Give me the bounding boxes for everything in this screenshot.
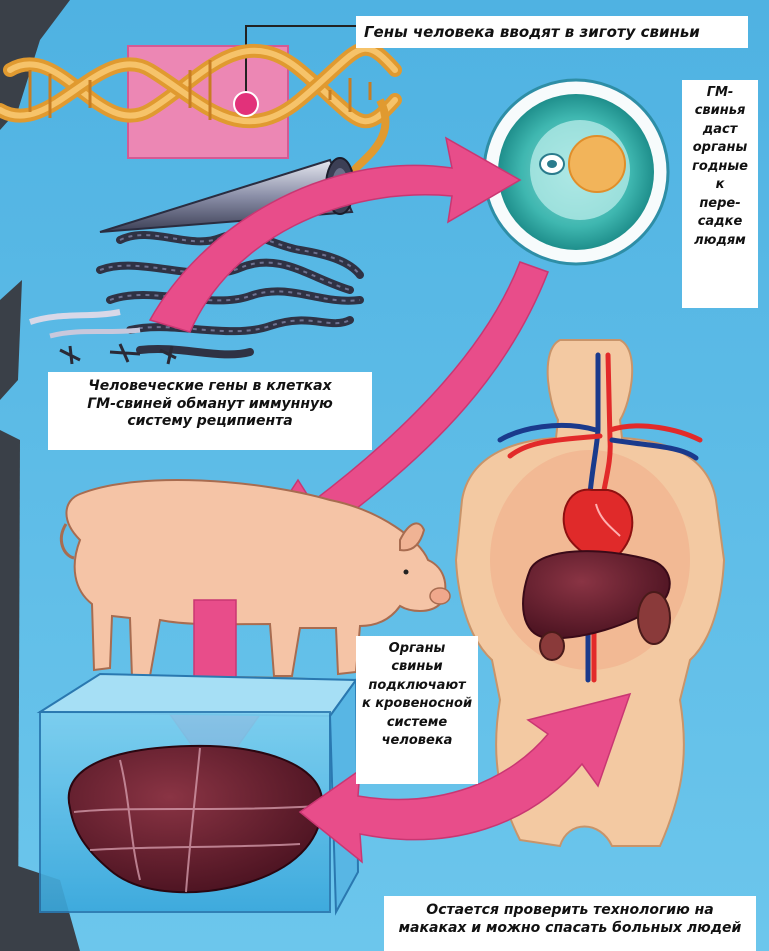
caption-right-line: пере-	[684, 195, 756, 213]
caption-right-line: годные	[684, 158, 756, 176]
caption-mid-line: свиньи	[358, 658, 476, 676]
caption-genes-line: ГМ-свиней обманут иммунную	[54, 396, 366, 414]
caption-gm-pig-organs: ГМ- свинья даст органы годные к пере- са…	[682, 80, 758, 308]
zygote-cell	[484, 80, 668, 264]
caption-bottom-line: Остается проверить технологию на	[388, 902, 752, 920]
caption-mid-line: человека	[358, 732, 476, 750]
caption-genes-line: систему реципиента	[54, 413, 366, 431]
zygote-nucleus	[569, 136, 625, 192]
caption-right-line: к	[684, 176, 756, 194]
caption-bottom-line: макаках и можно спасать больных людей	[388, 920, 752, 938]
caption-mid-line: подключают	[358, 677, 476, 695]
caption-organs-connect: Органы свиньи подключают к кровеносной с…	[356, 636, 478, 784]
caption-mid-line: Органы	[358, 640, 476, 658]
caption-right-line: людям	[684, 232, 756, 250]
caption-mid-line: к кровеносной	[358, 695, 476, 713]
caption-right-line: ГМ-	[684, 84, 756, 102]
caption-genes-into-zygote: Гены человека вводят в зиготу свиньи	[356, 16, 748, 48]
caption-top-text: Гены человека вводят в зиготу свиньи	[364, 23, 740, 42]
organ-tank	[40, 674, 358, 912]
caption-right-line: даст	[684, 121, 756, 139]
caption-right-line: садке	[684, 213, 756, 231]
caption-right-line: органы	[684, 139, 756, 157]
caption-test-on-macaques: Остается проверить технологию на макаках…	[384, 896, 756, 951]
caption-genes-line: Человеческие гены в клетках	[54, 378, 366, 396]
caption-human-genes-immune: Человеческие гены в клетках ГМ-свиней об…	[48, 372, 372, 450]
caption-mid-line: системе	[358, 714, 476, 732]
gene-marker	[234, 92, 258, 116]
kidney	[638, 592, 670, 644]
caption-right-line: свинья	[684, 102, 756, 120]
